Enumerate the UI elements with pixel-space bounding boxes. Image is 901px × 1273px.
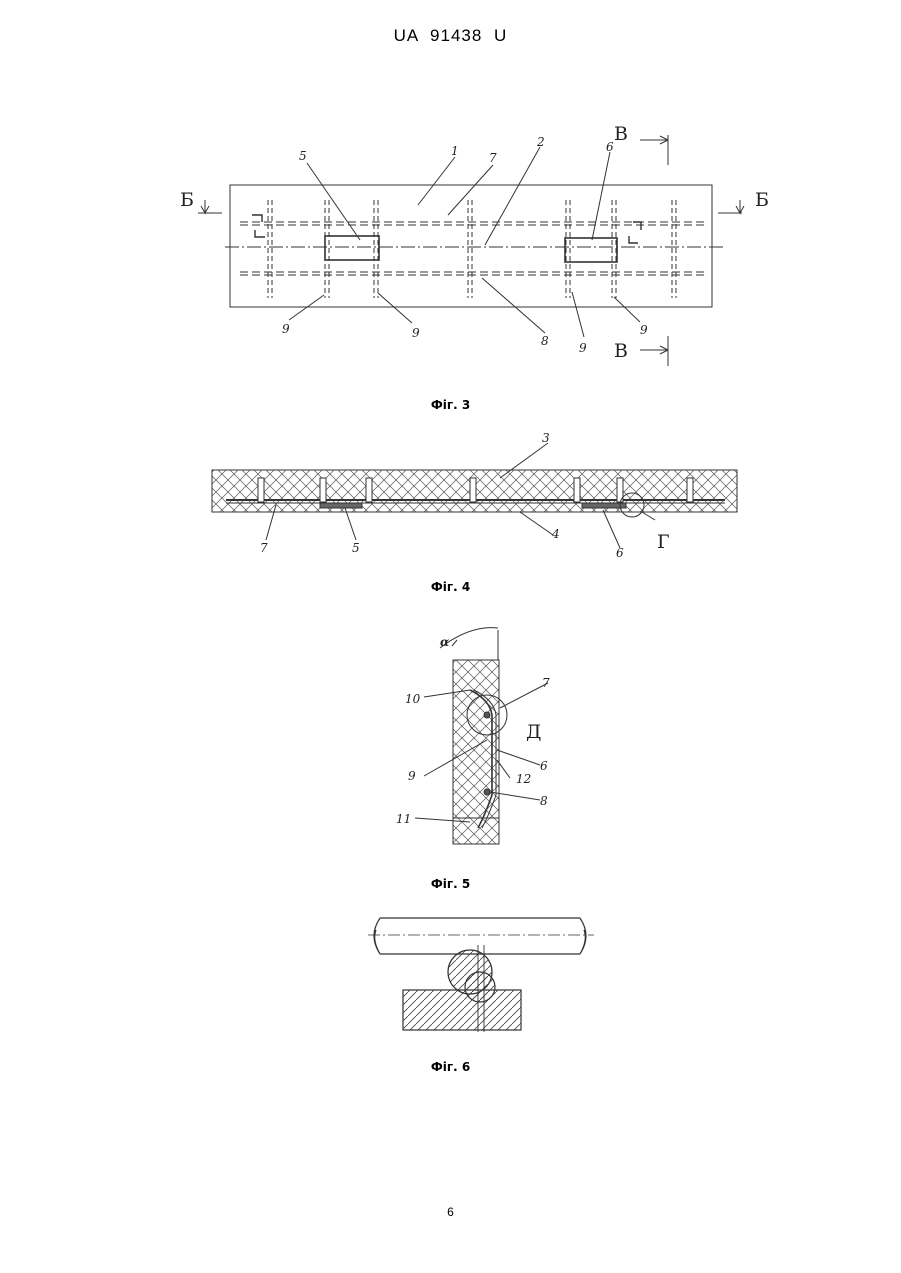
figure-3-caption: Фіг. 3	[0, 398, 901, 412]
fig4-label: 5	[352, 541, 360, 555]
fig4-label: 7	[260, 541, 268, 555]
figure-5-caption: Фіг. 5	[0, 877, 901, 891]
figure-6-caption: Фіг. 6	[0, 1060, 901, 1074]
section-label: Б	[180, 189, 194, 211]
section-label: Б	[755, 189, 769, 211]
fig3-label: 1	[451, 144, 459, 158]
section-label: Д	[526, 721, 541, 743]
fig3-label: 6	[606, 140, 614, 154]
fig3-label: 7	[489, 151, 497, 165]
fig3-label: 8	[541, 334, 549, 348]
fig4-label: 6	[616, 546, 624, 560]
fig5-label: 6	[540, 759, 548, 773]
figure-4-caption: Фіг. 4	[0, 580, 901, 594]
fig5-label: 10	[405, 692, 421, 706]
page-number: 6	[0, 1205, 901, 1219]
fig3-label: 5	[299, 149, 307, 163]
fig5-label: 8	[540, 794, 548, 808]
fig5-label: 7	[542, 676, 550, 690]
fig3-label: 9	[640, 323, 648, 337]
section-label: В	[614, 340, 628, 362]
figure-6-drawing	[368, 918, 594, 1032]
fig5-label: 11	[396, 812, 411, 826]
fig3-label: 9	[579, 341, 587, 355]
fig4-label: 4	[551, 527, 560, 541]
section-label: В	[614, 123, 628, 145]
fig3-label: 9	[282, 322, 290, 336]
fig5-label: 9	[408, 769, 416, 783]
fig4-label: 3	[542, 431, 550, 445]
fig3-label: 2	[536, 135, 545, 149]
figure-3-drawing	[198, 135, 744, 366]
fig5-label: α	[440, 635, 449, 649]
section-label: Г	[657, 531, 670, 553]
fig5-label: 12	[516, 772, 531, 786]
fig3-label: 9	[412, 326, 420, 340]
